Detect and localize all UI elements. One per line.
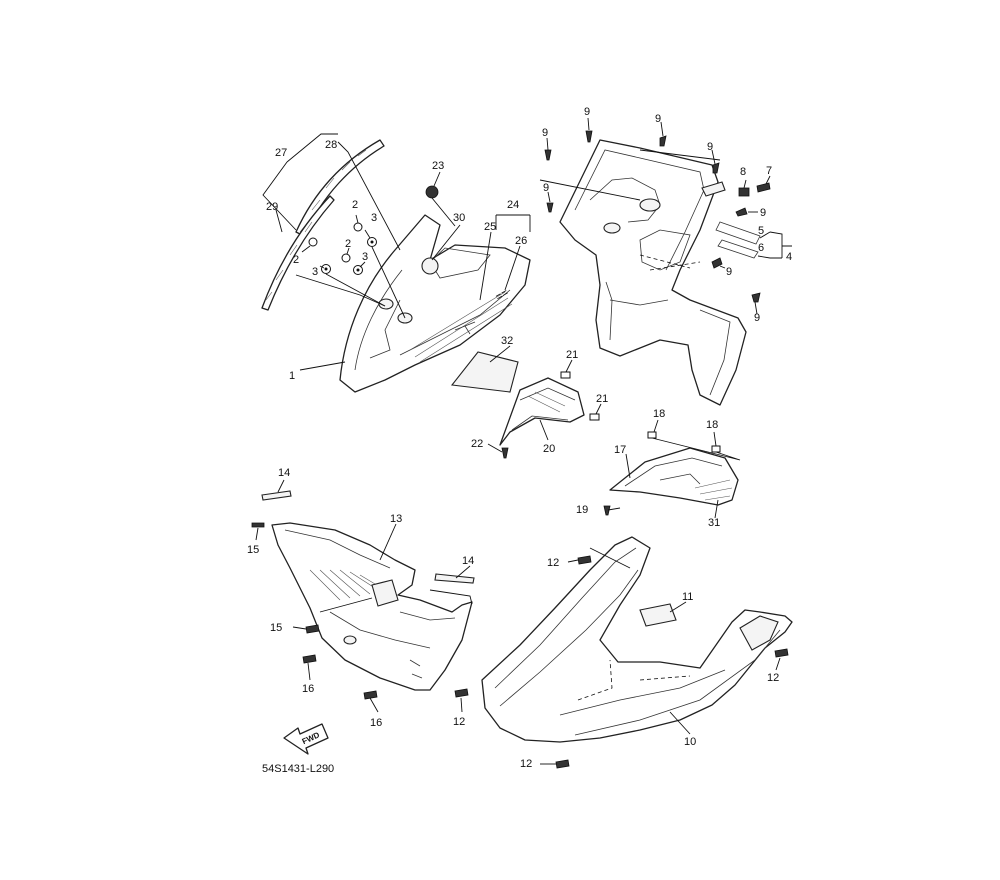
callout-27: 27 [275, 147, 287, 159]
callout-9: 9 [726, 266, 732, 278]
callout-30: 30 [453, 212, 465, 224]
callout-15: 15 [247, 544, 259, 556]
callout-25: 25 [484, 221, 496, 233]
callout-3: 3 [312, 266, 318, 278]
callout-12: 12 [453, 716, 465, 728]
callout-16: 16 [302, 683, 314, 695]
front-cover-part: == [339, 214, 531, 393]
callout-14: 14 [278, 467, 290, 479]
callout-20: 20 [543, 443, 555, 455]
cover-17 [609, 447, 739, 506]
callout-18: 18 [653, 408, 665, 420]
callout-29: 29 [266, 201, 278, 213]
callout-5: 5 [758, 225, 764, 237]
callout-12: 12 [767, 672, 779, 684]
callout-7: 7 [766, 165, 772, 177]
callout-16: 16 [370, 717, 382, 729]
side-cover-13 [271, 522, 473, 691]
callout-32: 32 [501, 335, 513, 347]
callout-17: 17 [614, 444, 626, 456]
callout-28: 28 [325, 139, 337, 151]
callout-9: 9 [543, 182, 549, 194]
callout-21: 21 [566, 349, 578, 361]
callout-19: 19 [576, 504, 588, 516]
cover-20 [499, 377, 585, 446]
callout-6: 6 [758, 242, 764, 254]
callout-4: 4 [786, 251, 792, 263]
callout-3: 3 [362, 251, 368, 263]
callout-21: 21 [596, 393, 608, 405]
callout-14: 14 [462, 555, 474, 567]
panel-32 [450, 351, 519, 393]
callout-22: 22 [471, 438, 483, 450]
callout-9: 9 [754, 312, 760, 324]
windscreen-strip-29 [261, 195, 335, 311]
callout-31: 31 [708, 517, 720, 529]
callout-9: 9 [584, 106, 590, 118]
callout-11: 11 [682, 591, 693, 603]
callout-24: 24 [507, 199, 519, 211]
inner-panel-part [559, 139, 761, 406]
callout-8: 8 [740, 166, 746, 178]
callout-12: 12 [520, 758, 532, 770]
callout-12: 12 [547, 557, 559, 569]
drawing-code: 54S1431-L290 [262, 763, 334, 775]
callout-numbers: 1 2 2 2 3 3 3 4 5 6 7 8 9 9 9 9 9 9 9 9 … [247, 106, 792, 770]
callout-13: 13 [390, 513, 402, 525]
callout-9: 9 [655, 113, 661, 125]
callout-9: 9 [542, 127, 548, 139]
svg-text:==: == [494, 287, 511, 304]
callout-2: 2 [352, 199, 358, 211]
callout-3: 3 [371, 212, 377, 224]
callout-15: 15 [270, 622, 282, 634]
footboard-10 [481, 536, 793, 743]
callout-23: 23 [432, 160, 444, 172]
callout-10: 10 [684, 736, 696, 748]
forward-direction-arrow: FWD [283, 723, 329, 755]
callout-9: 9 [707, 141, 713, 153]
callout-26: 26 [515, 235, 527, 247]
leader-lines [255, 117, 792, 765]
callout-1: 1 [289, 370, 295, 382]
fasteners [251, 130, 789, 769]
callout-2: 2 [293, 254, 299, 266]
callout-2: 2 [345, 238, 351, 250]
callout-18: 18 [706, 419, 718, 431]
callout-9: 9 [760, 207, 766, 219]
